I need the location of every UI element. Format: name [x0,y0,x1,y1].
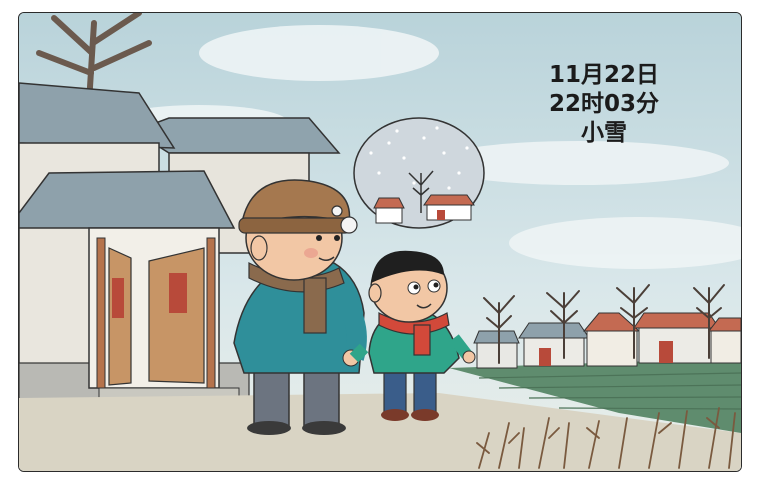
village-trees [483,284,725,364]
illustration-frame: 11月22日 22时03分 小雪 [18,12,742,472]
field-rows [478,372,741,410]
clouds [109,25,741,269]
caption-solar-term: 小雪 [581,120,627,146]
boy [349,250,476,421]
solar-term-caption: 11月22日 22时03分 小雪 [509,61,699,148]
snowflakes [369,126,469,190]
caption-date: 11月22日 [548,62,659,88]
caption-time: 22时03分 [548,91,659,117]
bare-bushes [476,407,736,469]
far-village [473,312,741,369]
ground [19,393,741,471]
illustration-scene [19,13,741,471]
gate [19,170,240,409]
thought-bubble [331,117,485,234]
grandfather [233,179,367,435]
